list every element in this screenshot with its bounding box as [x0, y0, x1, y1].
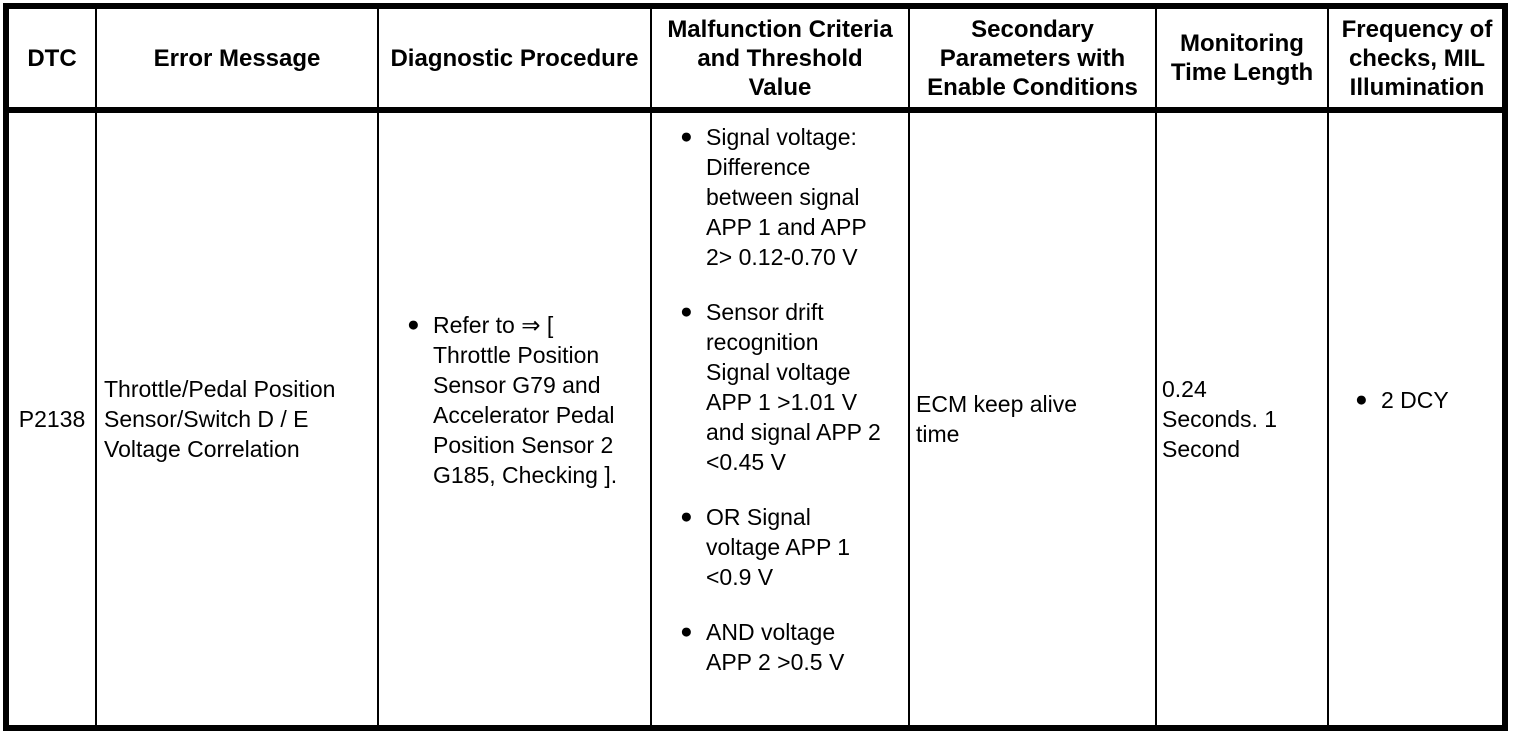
- malfunction-bullet-item: ● OR Signal voltage APP 1 <0.9 V: [680, 502, 904, 592]
- cell-dtc-code: P2138: [9, 113, 97, 725]
- cell-error-message: Throttle/Pedal Position Sensor/Switch D …: [97, 113, 379, 725]
- bullet-icon: ●: [1355, 388, 1368, 411]
- cell-monitoring-time-length: 0.24 Seconds. 1 Second: [1157, 113, 1329, 725]
- header-frequency-of-checks: Frequency of checks, MIL Illumination: [1329, 9, 1505, 113]
- cell-diagnostic-procedure: ● Refer to ⇒ [ Throttle Position Sensor …: [379, 113, 652, 725]
- bullet-icon: ●: [680, 300, 693, 323]
- malfunction-criteria-text: OR Signal voltage APP 1 <0.9 V: [706, 504, 851, 590]
- frequency-text: 2 DCY: [1381, 387, 1449, 413]
- cell-secondary-parameters: ECM keep alive time: [910, 113, 1157, 725]
- header-monitoring-time-length: Monitoring Time Length: [1157, 9, 1329, 113]
- bullet-icon: ●: [407, 313, 420, 336]
- header-malfunction-criteria: Malfunction Criteria and Threshold Value: [652, 9, 910, 113]
- malfunction-bullet-item: ● AND voltage APP 2 >0.5 V: [680, 617, 904, 677]
- malfunction-criteria-text: AND voltage APP 2 >0.5 V: [706, 619, 845, 675]
- bullet-icon: ●: [680, 125, 693, 148]
- header-secondary-parameters: Secondary Parameters with Enable Conditi…: [910, 9, 1157, 113]
- dtc-table: DTC Error Message Diagnostic Procedure M…: [3, 3, 1508, 731]
- malfunction-bullet-item: ● Signal voltage: Difference between sig…: [680, 122, 904, 272]
- cell-malfunction-criteria: ● Signal voltage: Difference between sig…: [652, 113, 910, 725]
- bullet-icon: ●: [680, 505, 693, 528]
- header-dtc: DTC: [9, 9, 97, 113]
- malfunction-criteria-text: Signal voltage: Difference between signa…: [706, 124, 867, 270]
- header-diagnostic-procedure: Diagnostic Procedure: [379, 9, 652, 113]
- frequency-bullet-item: ● 2 DCY: [1355, 385, 1505, 415]
- malfunction-bullet-item: ● Sensor drift recognition Signal voltag…: [680, 297, 904, 477]
- diagnostic-bullet-item: ● Refer to ⇒ [ Throttle Position Sensor …: [407, 310, 646, 490]
- header-error-message: Error Message: [97, 9, 379, 113]
- bullet-icon: ●: [680, 620, 693, 643]
- diagnostic-procedure-text: Refer to ⇒ [ Throttle Position Sensor G7…: [433, 312, 618, 488]
- cell-frequency-of-checks: ● 2 DCY: [1329, 113, 1505, 725]
- malfunction-criteria-text: Sensor drift recognition Signal voltage …: [706, 299, 881, 475]
